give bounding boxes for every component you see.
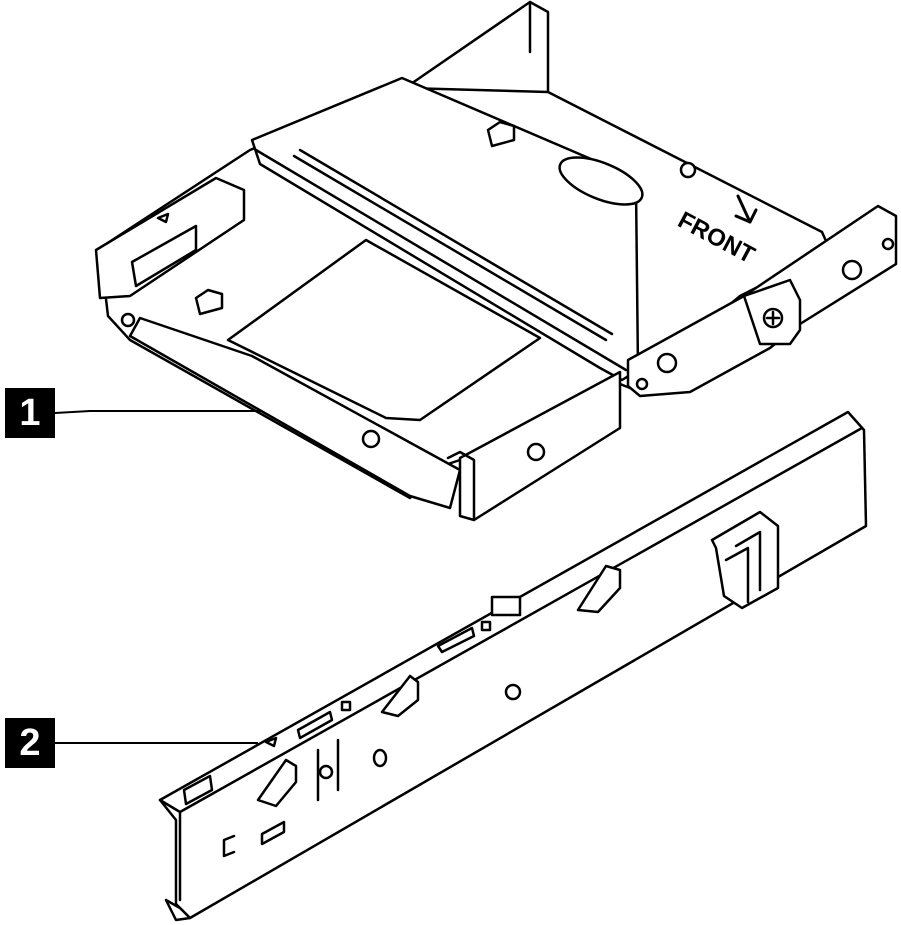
arrow-down-icon <box>734 194 758 224</box>
rail-clip-inner <box>724 530 762 604</box>
oval-slot <box>558 156 644 206</box>
rail-hook-3 <box>256 758 298 808</box>
hole-5 <box>635 377 649 391</box>
callout-1: 1 <box>5 388 55 438</box>
screw-icon-cross <box>765 310 781 326</box>
top-bracket <box>94 0 898 522</box>
rail-hook-2 <box>380 674 420 718</box>
front-box-edge <box>446 450 476 522</box>
rail-c-mark <box>222 834 236 858</box>
rail-top-lip <box>158 426 864 902</box>
rail-standoff <box>504 683 522 701</box>
rail-hook-1 <box>576 564 622 614</box>
lock-icon <box>486 120 516 148</box>
hole-4 <box>881 237 895 251</box>
rail-body <box>158 410 868 920</box>
leader-lines <box>54 410 262 744</box>
callout-2: 2 <box>5 718 55 768</box>
rail-slot-4 <box>260 820 286 846</box>
lock-icon <box>194 288 224 316</box>
rail-end-tab <box>164 898 192 922</box>
plate-recess <box>226 238 542 422</box>
triangle-marker-icon <box>156 212 170 224</box>
hole-2 <box>361 429 381 449</box>
rail-slot-1 <box>436 626 476 654</box>
standoff-2 <box>656 352 678 374</box>
rail-slot-3 <box>182 774 214 806</box>
rail-slot-2 <box>296 710 334 740</box>
standoff-3 <box>841 259 863 281</box>
rail-hole-2 <box>480 620 492 632</box>
leader-line-1 <box>54 410 262 414</box>
rail-clip <box>710 510 780 610</box>
rail-hole-3 <box>340 700 352 712</box>
rail-standoff-2 <box>318 764 334 780</box>
rail-hole-1 <box>372 748 388 768</box>
rail-latch-post <box>316 738 340 802</box>
spine-groove <box>254 148 628 372</box>
hole-1 <box>679 161 697 179</box>
left-side-slot <box>130 224 198 288</box>
rail-tab <box>490 595 522 617</box>
standoff-1 <box>526 442 546 462</box>
hole-3 <box>120 312 136 328</box>
triangle-marker-icon <box>264 736 278 748</box>
bottom-rail <box>158 410 868 922</box>
